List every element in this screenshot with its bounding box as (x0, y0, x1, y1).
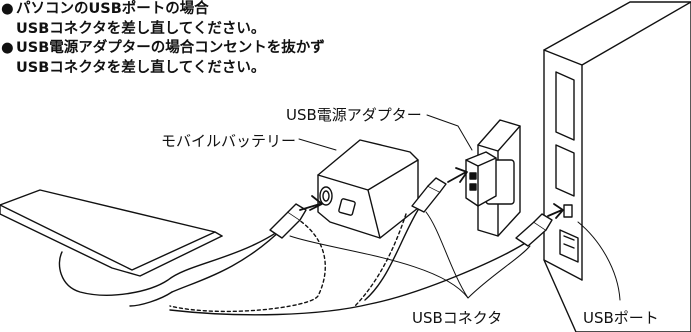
instruction-item-pc-port: ● パソコンのUSBポートの場合 USBコネクタを差し直してください。 (0, 0, 325, 39)
label-leader-lines (289, 114, 621, 301)
bullet-icon: ● (1, 1, 14, 17)
smartphone-device (0, 189, 223, 277)
instruction-line: USB電源アダプターの場合コンセントを抜かず (16, 40, 325, 56)
label-usb-power-adapter: USB電源アダプター (286, 106, 422, 124)
usb-plug-adapter (411, 177, 447, 213)
usb-plug-phone (269, 203, 307, 239)
instruction-item-usb-adapter: ● USB電源アダプターの場合コンセントを抜かず USBコネクタを差し直してくだ… (0, 39, 325, 78)
bullet-icon: ● (1, 40, 14, 56)
usb-plug-pc (515, 213, 553, 247)
label-usb-connector: USBコネクタ (412, 309, 503, 327)
mobile-battery (317, 139, 419, 239)
instruction-line: USBコネクタを差し直してください。 (16, 20, 266, 37)
label-mobile-battery: モバイルバッテリー (161, 132, 297, 150)
label-usb-port: USBポート (583, 309, 659, 327)
instructions-list: ● パソコンのUSBポートの場合 USBコネクタを差し直してください。 ● US… (0, 0, 325, 78)
instruction-line: USBコネクタを差し直してください。 (16, 59, 266, 76)
insertion-arrows (299, 167, 564, 219)
desktop-pc (543, 1, 691, 332)
instruction-line: パソコンのUSBポートの場合 (16, 1, 209, 17)
usb-power-adapter (465, 151, 497, 207)
